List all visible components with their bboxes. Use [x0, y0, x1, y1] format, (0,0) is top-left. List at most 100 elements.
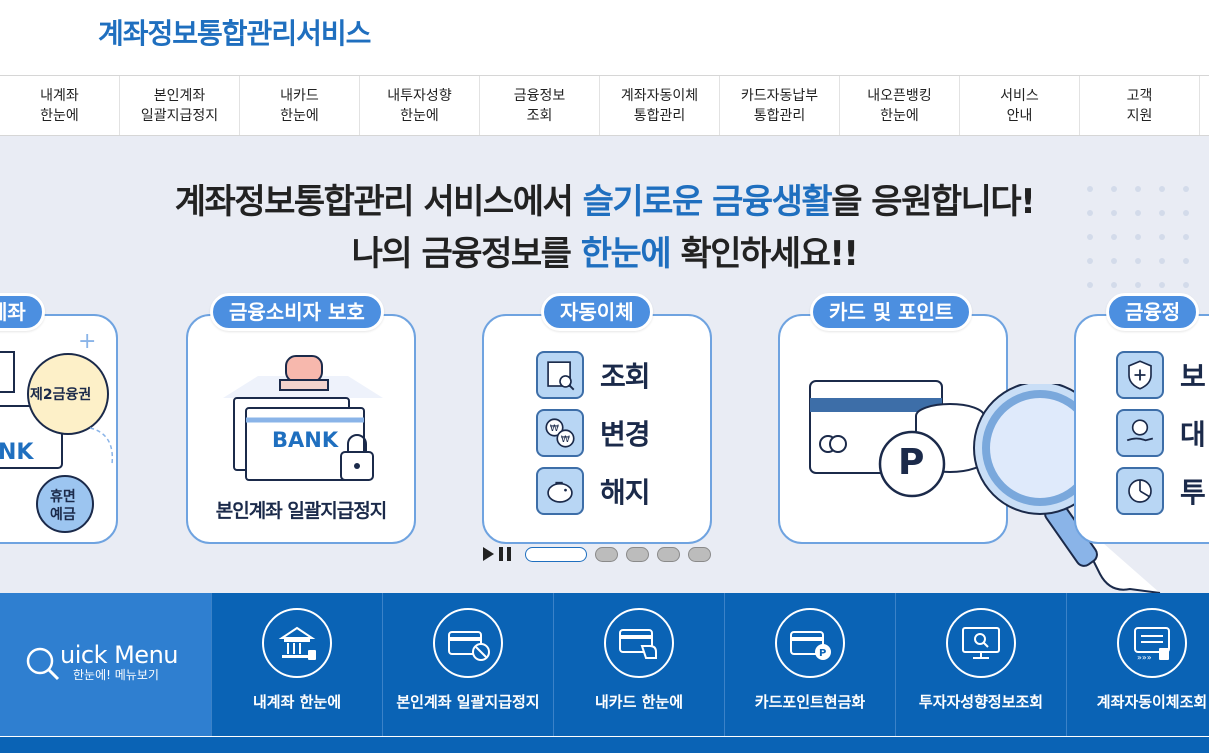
quick-item-circle — [433, 608, 503, 678]
quick-item-circle — [604, 608, 674, 678]
point-symbol: P — [898, 442, 925, 483]
badge-line: 예금 — [50, 507, 76, 523]
shield-plus-icon — [1116, 351, 1164, 399]
pager-dot-2[interactable] — [595, 546, 618, 562]
pie-chart-icon — [1116, 467, 1164, 515]
nav-label-line1: 내카드 — [280, 87, 319, 104]
quick-item-my-cards[interactable]: 내카드 한눈에 — [553, 593, 724, 736]
quick-item-auto-transfer[interactable]: »»» 계좌자동이체조회 — [1066, 593, 1209, 736]
site-logo[interactable]: 계좌정보통합관리서비스 — [98, 17, 371, 50]
slide-card-card-points[interactable]: P — [778, 314, 1008, 544]
nav-label-line2: 한눈에 — [40, 107, 79, 124]
bank-sign-partial: NK — [0, 440, 34, 465]
bank-building-icon — [278, 626, 316, 660]
finance-row-insurance: 보 — [1116, 350, 1206, 400]
pager-dot-1[interactable] — [525, 546, 587, 562]
slide-card-auto-transfer[interactable]: 조회 ₩₩ 변경 해지 — [482, 314, 712, 544]
nav-label-line2: 지원 — [1126, 107, 1153, 124]
svg-text:+: + — [78, 329, 96, 354]
quick-menu-title: uick Menu — [60, 641, 179, 669]
banner-headline-2: 나의 금융정보를 한눈에 확인하세요!! — [0, 226, 1209, 275]
finance-row-loan: 대 — [1116, 408, 1206, 458]
accounts-illustration: + — [0, 329, 114, 533]
quick-item-label: 내카드 한눈에 — [594, 693, 684, 711]
slide-pill-card-points: 카드 및 포인트 — [810, 293, 973, 331]
slide-pill-auto-transfer: 자동이체 — [541, 293, 653, 331]
slide-card-finance-info[interactable]: 보 대 투 — [1074, 314, 1209, 544]
svg-text:₩: ₩ — [561, 434, 570, 445]
headline-text: 확인하세요!! — [670, 234, 858, 274]
badge-line: 휴면 — [50, 489, 76, 505]
svg-text:₩: ₩ — [550, 423, 559, 434]
finance-label: 대 — [1180, 418, 1206, 451]
finance-label: 보 — [1180, 360, 1206, 393]
nav-label-line2: 한눈에 — [280, 107, 319, 124]
card-blocked-icon — [448, 631, 490, 661]
document-search-icon — [536, 351, 584, 399]
headline-highlight: 한눈에 — [580, 234, 672, 274]
nav-label-line2: 통합관리 — [633, 107, 686, 124]
nav-label-line1: 본인계좌 — [153, 87, 206, 104]
quick-item-label: 계좌자동이체조회 — [1096, 693, 1208, 711]
nav-label-line2: 통합관리 — [753, 107, 806, 124]
quick-item-my-accounts[interactable]: 내계좌 한눈에 — [211, 593, 382, 736]
pager-dot-4[interactable] — [657, 546, 680, 562]
credit-card-point-icon — [809, 380, 985, 498]
autopay-row-inquiry: 조회 — [536, 350, 651, 400]
nav-label-line2: 조회 — [526, 107, 553, 124]
play-pause-icon — [483, 547, 511, 561]
play-pause-button[interactable] — [483, 545, 515, 563]
slide-card-consumer-protection[interactable]: BANK 본인계좌 일괄지급정지 — [186, 314, 416, 544]
nav-label-line1: 계좌자동이체 — [620, 87, 699, 104]
bank-sign: BANK — [272, 428, 339, 452]
dot-pattern-decoration — [1087, 186, 1189, 288]
nav-label-line2: 안내 — [1006, 107, 1033, 124]
quick-item-label: 내계좌 한눈에 — [252, 693, 342, 711]
quick-item-label: 투자자성향정보조회 — [918, 693, 1044, 711]
nav-label-line1: 금융정보 — [513, 87, 566, 104]
piggy-bank-icon — [536, 467, 584, 515]
pager-dot-5[interactable] — [688, 546, 711, 562]
quick-item-label: 카드포인트현금화 — [754, 693, 866, 711]
nav-label-line1: 카드자동납부 — [740, 87, 819, 104]
card-point-icon: P — [790, 631, 831, 660]
pager-dot-3[interactable] — [626, 546, 649, 562]
quick-item-circle — [262, 608, 332, 678]
quick-item-circle: »»» — [1117, 608, 1187, 678]
nav-label-line1: 고객 — [1126, 87, 1153, 104]
autopay-label: 조회 — [600, 360, 651, 393]
nav-label-line1: 서비스 — [1000, 87, 1039, 104]
autopay-row-cancel: 해지 — [536, 466, 651, 516]
autopay-label: 해지 — [600, 476, 651, 509]
quick-menu-title-block: uick Menu 한눈에! 메뉴보기 — [0, 593, 211, 736]
bank-lock-icon — [223, 355, 383, 481]
account-transfer-icon: »»» — [1134, 627, 1170, 662]
nav-label-line1: 내계좌 — [40, 87, 79, 104]
quick-item-circle: P — [775, 608, 845, 678]
quick-item-card-points[interactable]: P 카드포인트현금화 — [724, 593, 895, 736]
nav-label-line1: 내투자성향 — [387, 87, 452, 104]
headline-text: 계좌정보통합관리 서비스에서 — [174, 182, 583, 222]
card-hand-icon — [619, 629, 657, 659]
nav-label-line2: 일괄지급정지 — [140, 107, 219, 124]
finance-label: 투 — [1180, 476, 1206, 509]
nav-label-line1: 내오픈뱅킹 — [867, 87, 932, 104]
quick-item-payment-stop[interactable]: 본인계좌 일괄지급정지 — [382, 593, 553, 736]
quick-item-investment-profile[interactable]: 투자자성향정보조회 — [895, 593, 1066, 736]
svg-text:P: P — [819, 648, 826, 659]
autopay-label: 변경 — [600, 418, 651, 451]
badge-secondary-finance: 제2금융권 — [30, 387, 92, 403]
